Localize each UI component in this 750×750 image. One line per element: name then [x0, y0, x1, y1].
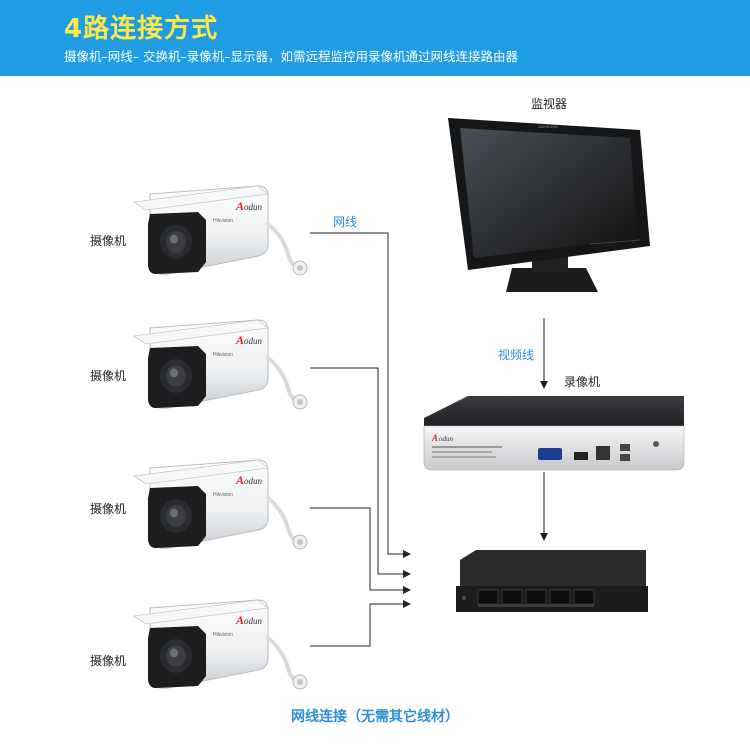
camera-1-label: 摄像机 — [90, 232, 126, 249]
cable-camera-2 — [310, 368, 410, 574]
nvr-label: 录像机 — [564, 373, 600, 390]
switch-image — [456, 550, 648, 612]
network-cable-label: 网线 — [333, 213, 357, 230]
svg-text:A: A — [431, 433, 438, 443]
video-cable-label: 视频线 — [498, 346, 534, 363]
footer-caption: 网线连接（无需其它线材） — [0, 706, 750, 726]
monitor-label: 监视器 — [531, 95, 567, 112]
camera-2-label: 摄像机 — [90, 367, 126, 384]
svg-text:odun: odun — [439, 435, 454, 443]
camera-3-label: 摄像机 — [90, 500, 126, 517]
cable-camera-4 — [310, 604, 410, 646]
camera-1-image — [134, 186, 307, 275]
monitor-image: SAMSUNG — [448, 118, 650, 292]
svg-text:SAMSUNG: SAMSUNG — [538, 124, 558, 129]
camera-3-image — [134, 460, 307, 549]
nvr-image: A odun — [424, 396, 684, 470]
cable-camera-1 — [310, 233, 410, 554]
camera-4-image — [134, 600, 307, 689]
camera-4-label: 摄像机 — [90, 652, 126, 669]
camera-2-image — [134, 320, 307, 409]
cable-camera-3 — [310, 508, 410, 590]
